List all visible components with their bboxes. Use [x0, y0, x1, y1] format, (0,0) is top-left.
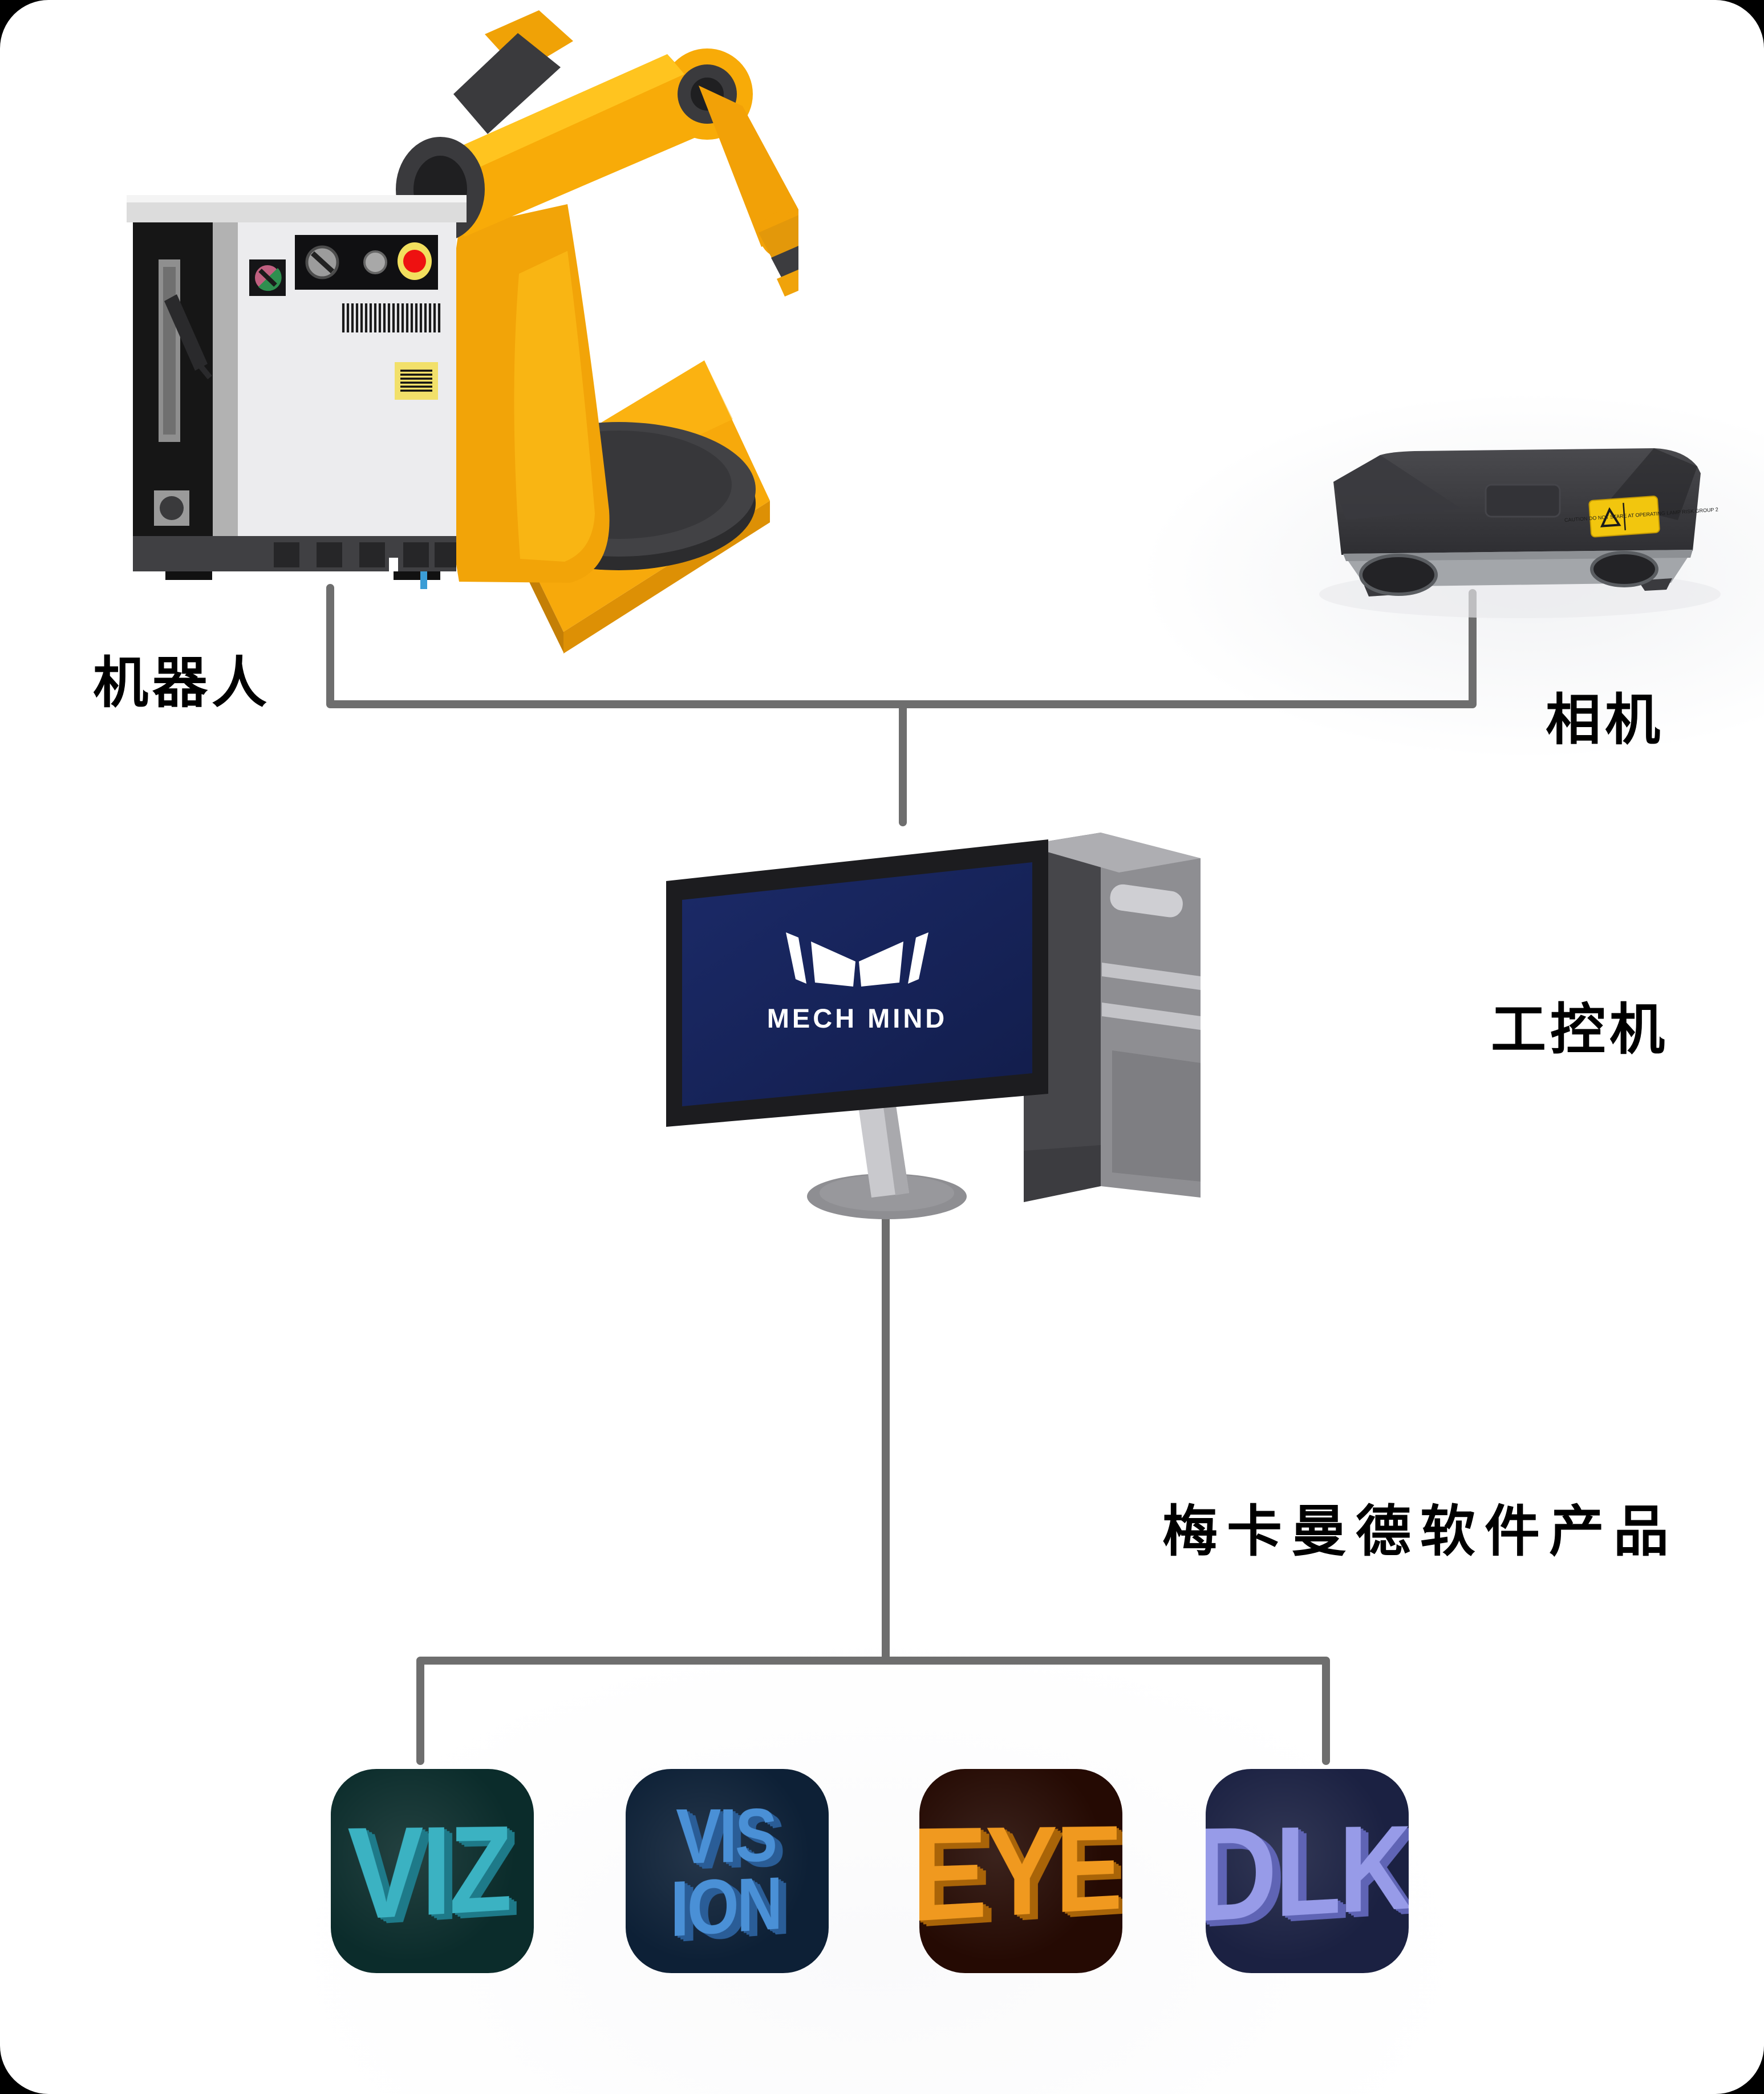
robot-controller-cabinet — [127, 195, 467, 589]
camera-lens-left — [1359, 554, 1438, 596]
mech-vision-icon: VIS ION — [626, 1769, 829, 1973]
ipc-label: 工控机 — [1491, 999, 1669, 1061]
robot-label: 机器人 — [93, 652, 271, 714]
robot-lower-arm — [443, 204, 610, 583]
ipc-tower — [1024, 833, 1201, 1202]
camera-label: 相机 — [1546, 689, 1664, 751]
mech-vision-letters: VIS ION — [670, 1792, 781, 1954]
cabinet-mode-knob — [249, 259, 286, 296]
cabinet-foot — [394, 571, 440, 580]
mech-dlk-letters: DLK — [1206, 1799, 1409, 1950]
connector-software-branch — [416, 1657, 1330, 1765]
ipc-monitor-stand — [807, 1102, 967, 1219]
ipc-monitor: MECH MIND — [666, 839, 1048, 1127]
robot-upper-arm — [396, 48, 753, 242]
cabinet-control-panel — [295, 235, 438, 290]
mech-mind-logo-text: MECH MIND — [767, 1003, 948, 1033]
cabinet-vents — [342, 303, 441, 332]
camera-illustration: CAUTION DO NOT STARE AT OPERATING LAMP R… — [1319, 448, 1721, 618]
panel-indicator — [363, 250, 387, 274]
mech-eye-letters: EYE — [919, 1799, 1121, 1950]
mech-eye-icon: EYE — [919, 1769, 1122, 1973]
mech-dlk-icon: DLK — [1206, 1769, 1409, 1973]
software-products-label: 梅卡曼德软件产品 — [1162, 1500, 1678, 1563]
ipc-illustration: MECH MIND — [666, 833, 1201, 1219]
robot-shoulder-cap — [453, 10, 573, 134]
cabinet-foot — [165, 571, 212, 580]
ipc-screen — [682, 862, 1032, 1106]
mech-viz-letters: VIZ — [347, 1800, 510, 1948]
cabinet-wire — [420, 571, 427, 589]
cabinet-handle — [159, 259, 212, 442]
mech-mind-logo: MECH MIND — [767, 932, 948, 1033]
robot-illustration — [127, 10, 798, 654]
cabinet-power-button — [154, 490, 189, 526]
cabinet-yellow-label — [395, 362, 438, 400]
mech-viz-icon: VIZ — [331, 1769, 534, 1973]
camera-lens-right — [1590, 551, 1658, 587]
robot-forearm-gripper — [699, 86, 798, 297]
